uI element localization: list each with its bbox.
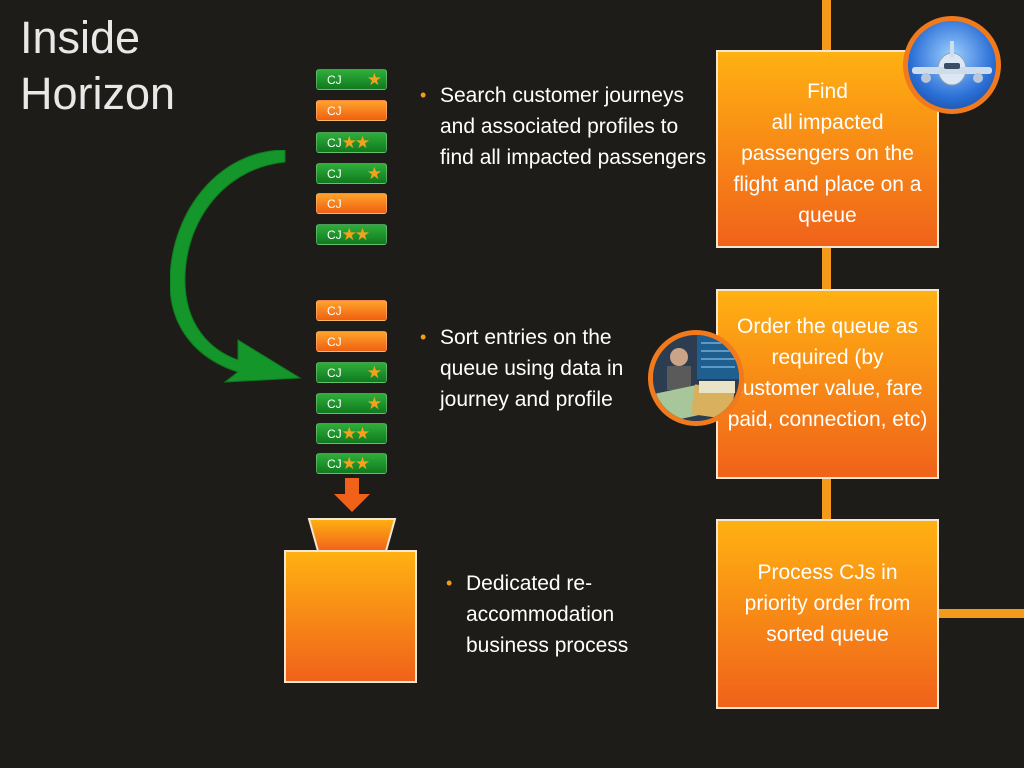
step-process-text: Process CJs in priority order from sorte… bbox=[744, 561, 911, 646]
cj-label: CJ bbox=[327, 396, 342, 411]
cj-label: CJ bbox=[327, 166, 342, 181]
bullet-icon: • bbox=[446, 573, 453, 593]
star-icon: ★ bbox=[366, 394, 382, 413]
cj-label: CJ bbox=[327, 196, 342, 211]
step-find-box: Find all impacted passengers on the flig… bbox=[716, 50, 939, 248]
down-arrow-icon bbox=[334, 478, 370, 512]
cj-label: CJ bbox=[327, 72, 342, 87]
step-order-box: Order the queue as required (by customer… bbox=[716, 289, 939, 479]
cj-chip: CJ ★★ bbox=[316, 423, 387, 444]
step-order-text: Order the queue as required (by customer… bbox=[727, 315, 928, 431]
cj-chip: CJ bbox=[316, 300, 387, 321]
cj-label: CJ bbox=[327, 103, 342, 118]
step-process-box: Process CJs in priority order from sorte… bbox=[716, 519, 939, 709]
cj-label: CJ bbox=[327, 426, 342, 441]
bullet-sort-text: Sort entries on the queue using data in … bbox=[440, 326, 624, 411]
bullet-sort: • Sort entries on the queue using data i… bbox=[420, 322, 655, 415]
cj-chip: CJ ★ bbox=[316, 393, 387, 414]
cj-chip: CJ bbox=[316, 100, 387, 121]
connector-line bbox=[822, 246, 831, 290]
step-find-text: all impacted passengers on the flight an… bbox=[733, 111, 922, 227]
connector-line bbox=[938, 609, 1024, 618]
bullet-search: • Search customer journeys and associate… bbox=[420, 80, 710, 173]
cj-chip: CJ ★★ bbox=[316, 453, 387, 474]
bullet-icon: • bbox=[420, 85, 427, 105]
airplane-icon bbox=[903, 16, 1001, 114]
page-title: Inside Horizon bbox=[20, 10, 175, 122]
bullet-dedicated: • Dedicated re-accommodation business pr… bbox=[446, 568, 701, 661]
cj-label: CJ bbox=[327, 334, 342, 349]
cj-label: CJ bbox=[327, 456, 342, 471]
funnel-icon bbox=[307, 518, 397, 552]
connector-line bbox=[822, 477, 831, 521]
bullet-icon: • bbox=[420, 327, 427, 347]
process-box bbox=[284, 550, 417, 683]
business-collage-icon bbox=[648, 330, 744, 426]
connector-line bbox=[822, 0, 831, 52]
star-icon: ★★ bbox=[341, 225, 371, 244]
cj-chip: CJ ★ bbox=[316, 69, 387, 90]
step-find-title: Find bbox=[807, 80, 848, 103]
cj-chip: CJ bbox=[316, 331, 387, 352]
bullet-dedicated-text: Dedicated re-accommodation business proc… bbox=[466, 572, 629, 657]
star-icon: ★★ bbox=[341, 133, 371, 152]
cj-chip: CJ ★ bbox=[316, 362, 387, 383]
cj-chip: CJ ★★ bbox=[316, 224, 387, 245]
star-icon: ★ bbox=[366, 70, 382, 89]
cj-label: CJ bbox=[327, 227, 342, 242]
title-line-1: Inside bbox=[20, 12, 141, 63]
cj-label: CJ bbox=[327, 365, 342, 380]
cj-chip: CJ bbox=[316, 193, 387, 214]
cj-label: CJ bbox=[327, 135, 342, 150]
star-icon: ★ bbox=[366, 363, 382, 382]
cj-label: CJ bbox=[327, 303, 342, 318]
cj-chip: CJ ★ bbox=[316, 163, 387, 184]
cj-chip: CJ ★★ bbox=[316, 132, 387, 153]
star-icon: ★★ bbox=[341, 424, 371, 443]
curved-arrow-icon bbox=[170, 150, 302, 383]
title-line-2: Horizon bbox=[20, 68, 176, 119]
bullet-search-text: Search customer journeys and associated … bbox=[440, 84, 707, 169]
star-icon: ★★ bbox=[341, 454, 371, 473]
star-icon: ★ bbox=[366, 164, 382, 183]
